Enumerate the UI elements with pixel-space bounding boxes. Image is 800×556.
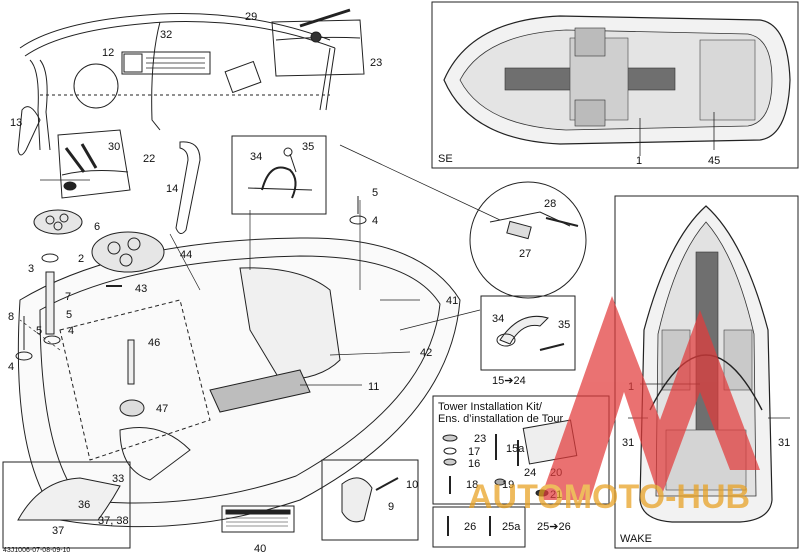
kit-17: 17 bbox=[468, 446, 480, 458]
callout-40: 40 bbox=[254, 543, 266, 555]
callout-labels: 29 32 12 23 13 30 22 14 34 35 5 4 6 2 3 … bbox=[8, 11, 570, 555]
callout-32: 32 bbox=[160, 29, 172, 41]
callout-22: 22 bbox=[143, 153, 155, 165]
callout-31-left: 31 bbox=[622, 437, 634, 449]
tower-assembly bbox=[17, 13, 336, 234]
callout-46: 46 bbox=[148, 337, 160, 349]
callout-1-se: 1 bbox=[636, 155, 642, 167]
callout-36: 36 bbox=[78, 499, 90, 511]
small-parts bbox=[15, 196, 367, 417]
callout-4-mid: 4 bbox=[68, 325, 74, 337]
wake-label: WAKE bbox=[620, 533, 652, 545]
callout-4-left: 4 bbox=[8, 361, 14, 373]
callout-34-top: 34 bbox=[250, 151, 262, 163]
tower-clamp-detail bbox=[57, 129, 131, 199]
kit-24: 24 bbox=[524, 467, 536, 479]
callout-29: 29 bbox=[245, 11, 257, 23]
callout-12: 12 bbox=[102, 47, 114, 59]
callout-3: 3 bbox=[28, 263, 34, 275]
watermark-logo bbox=[540, 296, 760, 500]
hw-26: 26 bbox=[464, 521, 476, 533]
kit-16: 16 bbox=[468, 458, 480, 470]
se-panel: SE 1 45 bbox=[431, 1, 799, 169]
callout-2: 2 bbox=[78, 253, 84, 265]
kit-19: 19 bbox=[502, 479, 514, 491]
kit-18: 18 bbox=[466, 479, 478, 491]
callout-31-right: 31 bbox=[778, 437, 790, 449]
tower-top-detail bbox=[271, 8, 365, 77]
leader-lines bbox=[19, 144, 501, 386]
hw-25a: 25a bbox=[502, 521, 521, 533]
ref-code: 43J1006-07-08-09-10 bbox=[3, 547, 70, 554]
hardware-box: 26 25a 25➔26 bbox=[432, 506, 571, 548]
fastener-circle bbox=[469, 181, 587, 299]
tower-kit-title-en: Tower Installation Kit/ bbox=[438, 401, 543, 413]
callout-28: 28 bbox=[544, 198, 556, 210]
callout-9: 9 bbox=[388, 501, 394, 513]
callout-30: 30 bbox=[108, 141, 120, 153]
callout-14: 14 bbox=[166, 183, 178, 195]
callout-35-right: 35 bbox=[558, 319, 570, 331]
callout-8: 8 bbox=[8, 311, 14, 323]
callout-23: 23 bbox=[370, 57, 382, 69]
callout-37: 37 bbox=[52, 525, 64, 537]
se-label: SE bbox=[438, 153, 453, 165]
bracket-detail-right bbox=[480, 295, 576, 371]
watermark: AUTOMOTO-HUB bbox=[468, 296, 760, 516]
callout-34-right: 34 bbox=[492, 313, 504, 325]
callout-42: 42 bbox=[420, 347, 432, 359]
callout-47: 47 bbox=[156, 403, 168, 415]
tower-kit-title-fr: Ens. d’installation de Tour bbox=[438, 413, 563, 425]
hull-main bbox=[17, 237, 461, 528]
range-25-26: 25➔26 bbox=[537, 521, 571, 533]
decal-40 bbox=[221, 505, 295, 533]
callout-35-top: 35 bbox=[302, 141, 314, 153]
callout-43: 43 bbox=[135, 283, 147, 295]
callout-6: 6 bbox=[94, 221, 100, 233]
callout-44: 44 bbox=[180, 249, 192, 261]
watermark-text: AUTOMOTO-HUB bbox=[468, 478, 750, 516]
callout-41: 41 bbox=[446, 295, 458, 307]
callout-33: 33 bbox=[112, 473, 124, 485]
callout-45: 45 bbox=[708, 155, 720, 167]
callout-5-left: 5 bbox=[66, 309, 72, 321]
callout-7: 7 bbox=[65, 291, 71, 303]
kit-23: 23 bbox=[474, 433, 486, 445]
callout-37-38: 37, 38 bbox=[98, 515, 129, 527]
cover-detail bbox=[2, 461, 131, 549]
bracket-detail-top bbox=[231, 135, 327, 215]
callout-5-right: 5 bbox=[372, 187, 378, 199]
callout-13: 13 bbox=[10, 117, 22, 129]
callout-27: 27 bbox=[519, 248, 531, 260]
callout-11: 11 bbox=[368, 381, 379, 393]
callout-4-right: 4 bbox=[372, 215, 378, 227]
callout-5-mid: 5 bbox=[36, 325, 42, 337]
callout-10: 10 bbox=[406, 479, 418, 491]
range-15-24: 15➔24 bbox=[492, 375, 526, 387]
kit-15a: 15a bbox=[506, 443, 525, 455]
clip-detail bbox=[321, 459, 419, 541]
